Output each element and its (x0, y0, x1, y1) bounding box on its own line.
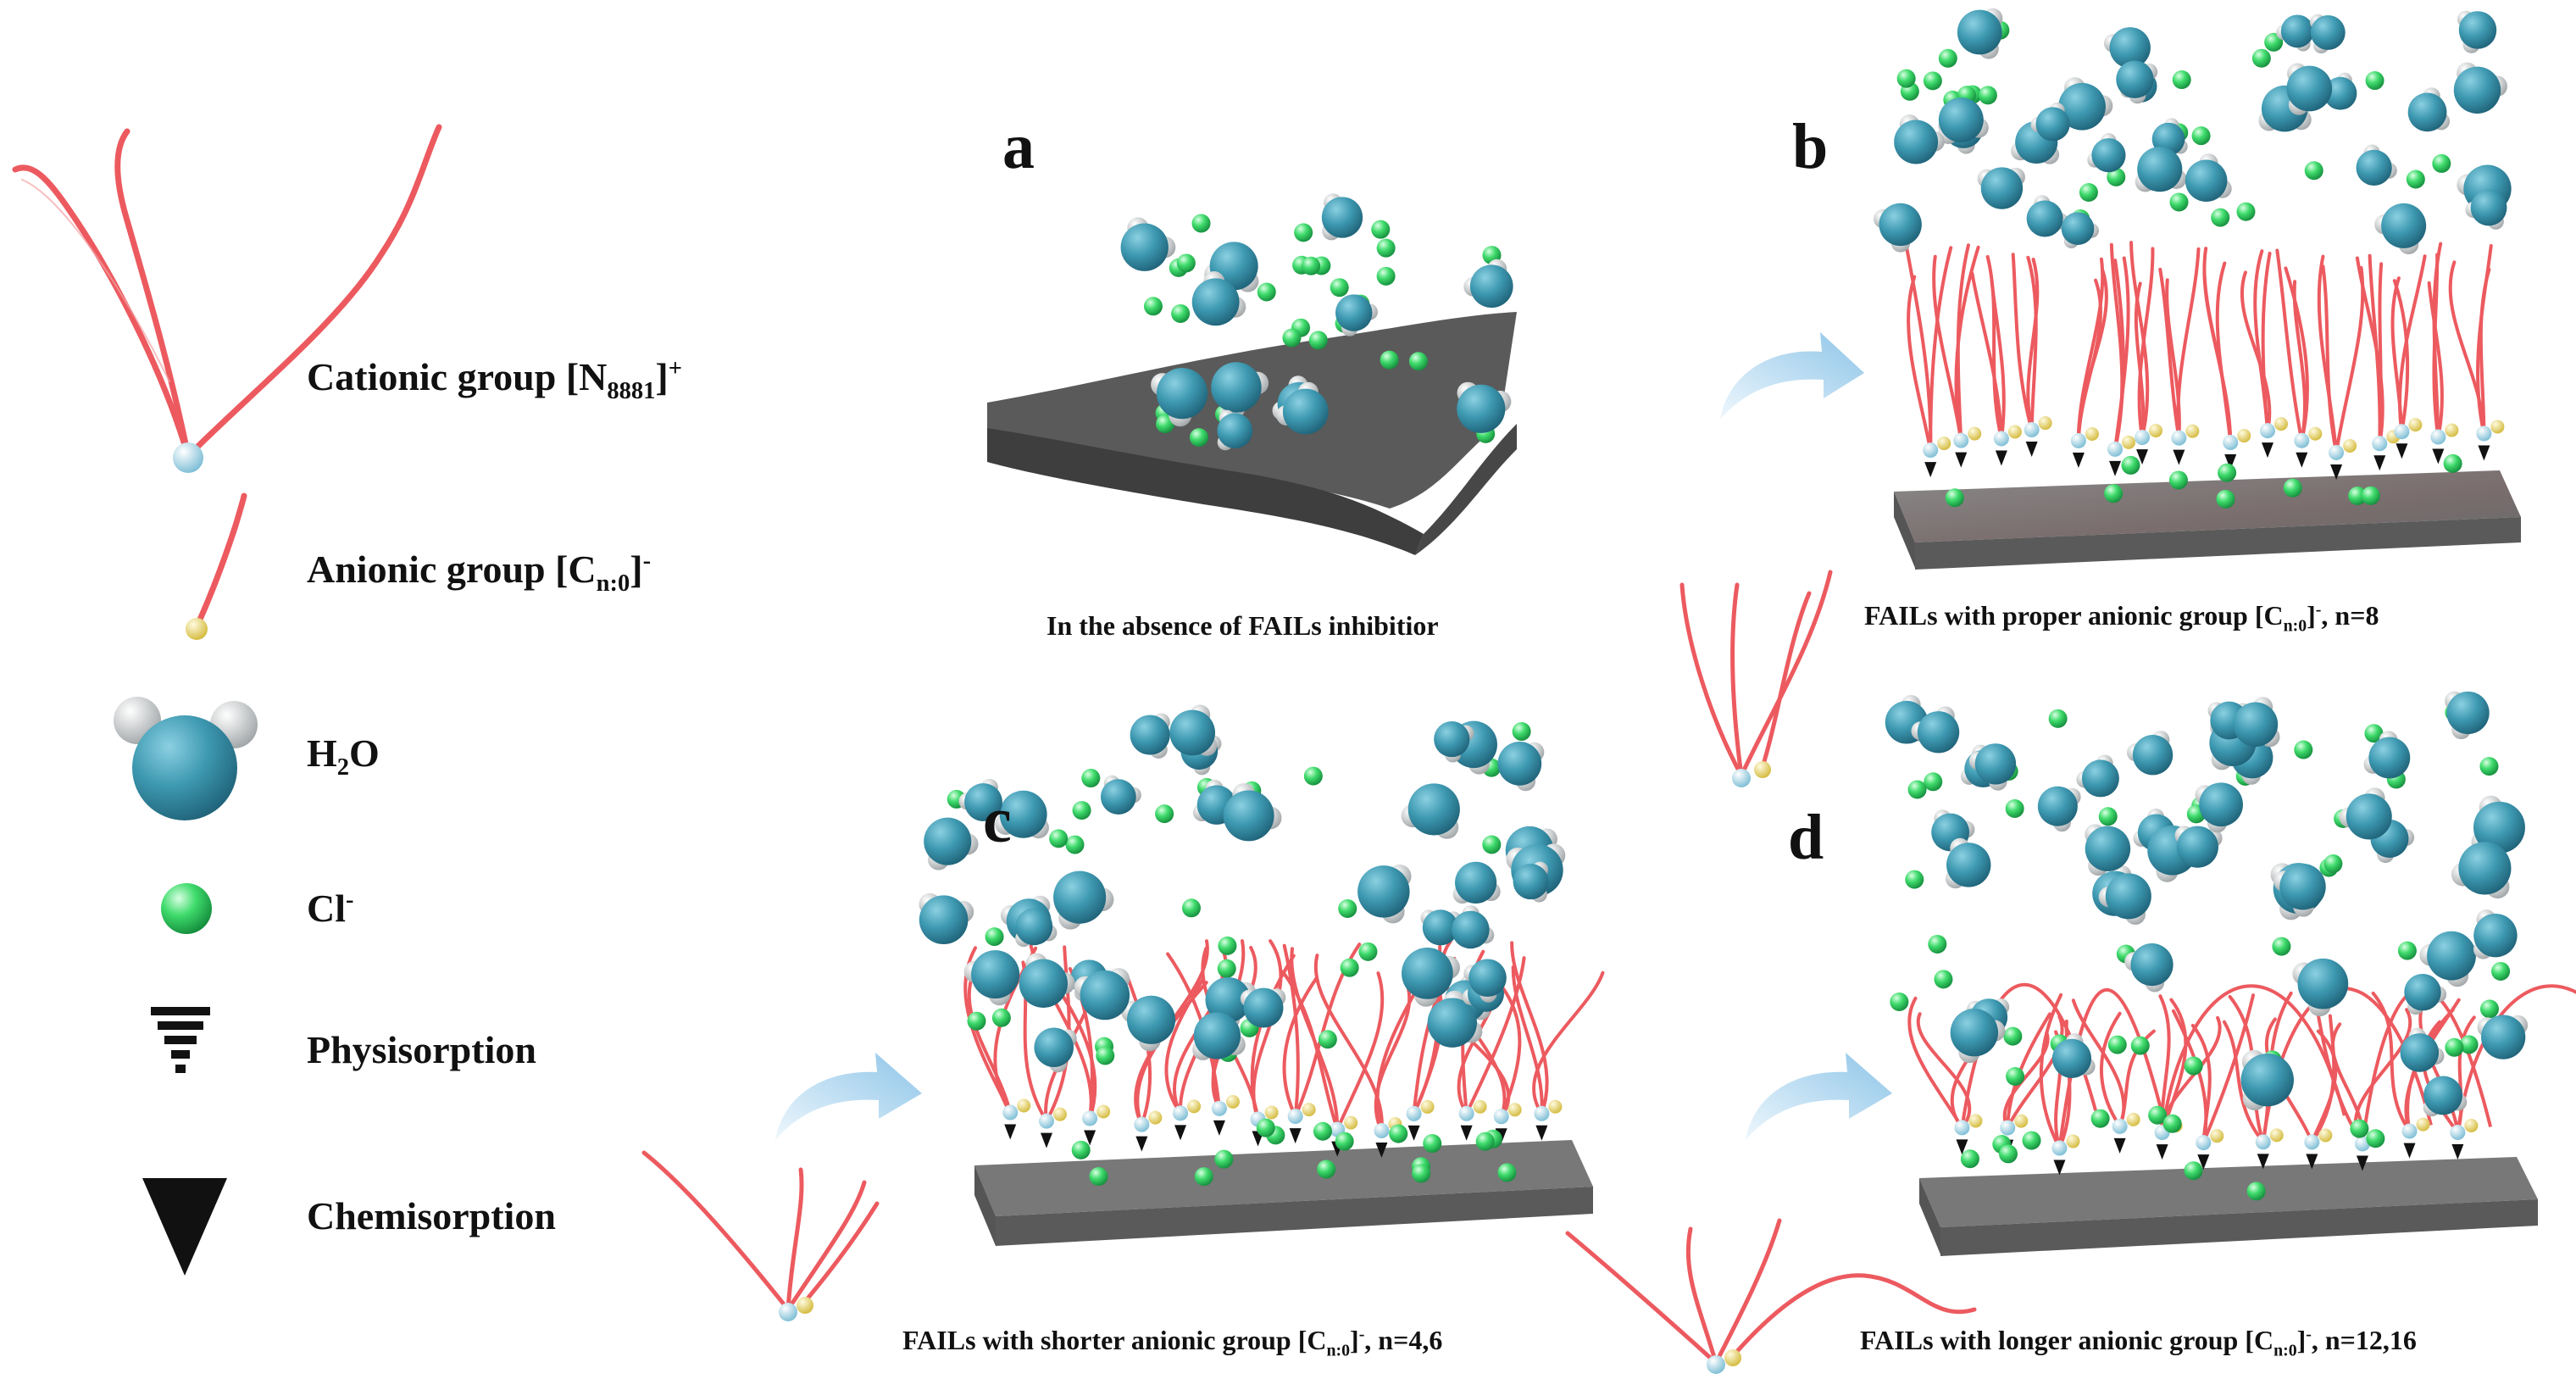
legend-chloride-label: Cl- (307, 887, 354, 930)
molsA-molecules (1120, 193, 1513, 451)
panel-c-caption: FAILs with shorter anionic group [Cn:0]-… (902, 1325, 1443, 1360)
panel-c-illustration (919, 704, 1605, 1246)
legend-chloride-icon (161, 883, 212, 934)
panel-d-caption: FAILs with longer anionic group [Cn:0]-,… (1860, 1325, 2417, 1360)
legend-water-label: H2O (307, 731, 380, 781)
legend-chemisorption-label: Chemisorption (307, 1194, 556, 1237)
legend-water-icon (114, 697, 258, 820)
panel-b-caption: FAILs with proper anionic group [Cn:0]-,… (1864, 600, 2379, 636)
legend-anionic-icon (186, 492, 247, 640)
inhibitor-molecule-short (641, 1150, 880, 1312)
molsD-molecules (1885, 691, 2529, 1201)
panel-a-letter: a (1002, 111, 1035, 182)
legend-anionic-label: Anionic group [Cn:0]- (307, 548, 652, 598)
panel-b-letter: b (1792, 111, 1829, 182)
panel-d-letter: d (1788, 802, 1824, 873)
legend-cationic-label: Cationic group [N8881]+ (307, 355, 682, 405)
molsB-molecules (1874, 8, 2512, 509)
panel-c-letter: c (983, 785, 1012, 856)
molsC-molecules (919, 704, 1566, 1187)
legend-chemisorption-icon (142, 1178, 227, 1276)
curved-arrow-icon-b (1720, 332, 1864, 420)
legend-cationic-icon (12, 124, 442, 473)
curved-arrow-icon-d (1746, 1053, 1892, 1140)
panel-b-illustration (1874, 8, 2521, 570)
panel-d-illustration (1885, 691, 2576, 1256)
legend-physisorption-icon (151, 1007, 210, 1073)
curved-arrow-icon-c (775, 1053, 922, 1140)
legend-physisorption-label: Physisorption (307, 1028, 536, 1071)
inhibitor-molecule-n8 (1679, 570, 1833, 778)
inhibitor-molecule-long (1565, 1218, 1977, 1365)
panel-a-illustration (987, 193, 1517, 555)
panel-a-caption: In the absence of FAILs inhibitior (1046, 610, 1439, 641)
chainsB-inhibitor-layer (1903, 241, 2505, 480)
